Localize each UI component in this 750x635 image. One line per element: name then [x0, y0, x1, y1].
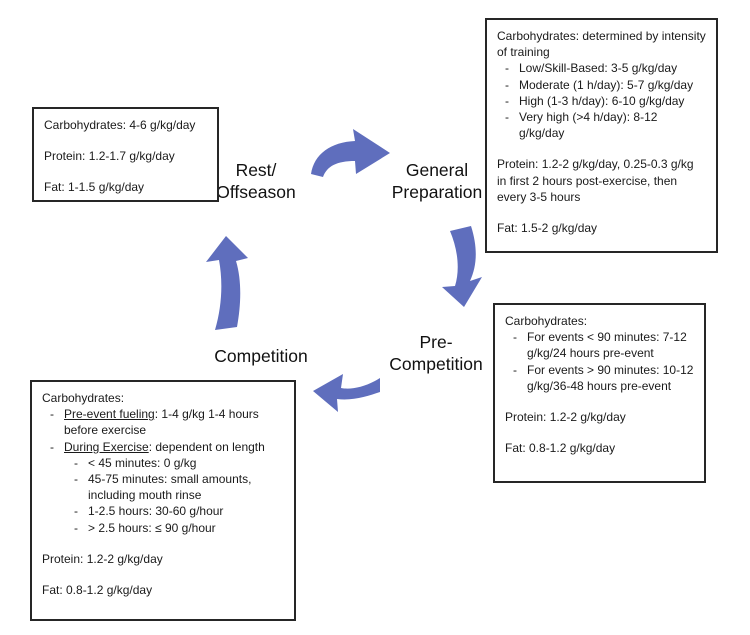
list-item: - > 2.5 hours: ≤ 90 g/hour [42, 520, 284, 536]
phase-label-rest-offseason: Rest/ Offseason [216, 160, 296, 203]
list-item: - Very high (>4 h/day): 8-12 g/kg/day [497, 109, 706, 141]
bullet-dash: - [50, 407, 54, 422]
arrow-rest-to-general-icon [311, 129, 390, 177]
fat-line: Fat: 0.8-1.2 g/kg/day [42, 582, 153, 597]
pre-competition-details-box: Carbohydrates: - For events < 90 minutes… [493, 303, 706, 483]
list-item: - Pre-event fueling: 1-4 g/kg 1-4 hours … [42, 406, 284, 438]
bullet-dash: - [505, 109, 509, 124]
list-item: - For events < 90 minutes: 7-12 g/kg/24 … [505, 329, 694, 361]
list-item: - 45-75 minutes: small amounts, includin… [42, 471, 284, 503]
protein-line: Protein: 1.2-1.7 g/kg/day [44, 149, 175, 164]
arrow-competition-to-rest-icon [206, 236, 248, 330]
arrow-general-to-precomp-icon [442, 226, 482, 307]
bullet-dash: - [74, 455, 78, 470]
arrow-precomp-to-competition-icon [313, 374, 380, 412]
bullet-dash: - [50, 439, 54, 454]
bullet-dash: - [74, 504, 78, 519]
bullet-dash: - [505, 77, 509, 92]
bullet-dash: - [74, 471, 78, 486]
carbs-heading: Carbohydrates: [505, 314, 588, 328]
list-item: - During Exercise: dependent on length [42, 439, 284, 455]
protein-line: Protein: 1.2-2 g/kg/day [505, 409, 626, 424]
carbs-line: Carbohydrates: 4-6 g/kg/day [44, 118, 196, 132]
fat-line: Fat: 0.8-1.2 g/kg/day [505, 441, 616, 456]
bullet-dash: - [505, 61, 509, 76]
list-item: - 1-2.5 hours: 30-60 g/hour [42, 503, 284, 519]
protein-line: Protein: 1.2-2 g/kg/day [42, 551, 163, 566]
phase-label-pre-competition: Pre- Competition [389, 332, 483, 375]
underlined-term: During Exercise [64, 439, 149, 454]
bullet-dash: - [513, 362, 517, 377]
list-item: - For events > 90 minutes: 10-12 g/kg/36… [505, 362, 694, 394]
list-item: - Low/Skill-Based: 3-5 g/kg/day [497, 60, 706, 76]
list-item: - < 45 minutes: 0 g/kg [42, 455, 284, 471]
list-item: - High (1-3 h/day): 6-10 g/kg/day [497, 93, 706, 109]
carbs-heading: Carbohydrates: [42, 391, 125, 405]
underlined-term: Pre-event fueling [64, 407, 155, 422]
phase-label-competition: Competition [214, 346, 308, 366]
carbs-heading: Carbohydrates: determined by intensity o… [497, 29, 706, 60]
competition-details-box: Carbohydrates: - Pre-event fueling: 1-4 … [30, 380, 296, 621]
fat-line: Fat: 1-1.5 g/kg/day [44, 180, 145, 195]
bullet-dash: - [74, 520, 78, 535]
protein-line: Protein: 1.2-2 g/kg/day, 0.25-0.3 g/kg i… [497, 157, 694, 204]
general-preparation-details-box: Carbohydrates: determined by intensity o… [485, 18, 718, 253]
fat-line: Fat: 1.5-2 g/kg/day [497, 220, 598, 235]
bullet-dash: - [505, 93, 509, 108]
bullet-dash: - [513, 330, 517, 345]
rest-offseason-details-box: Carbohydrates: 4-6 g/kg/day Protein: 1.2… [32, 107, 219, 202]
list-item: - Moderate (1 h/day): 5-7 g/kg/day [497, 77, 706, 93]
phase-label-general-preparation: General Preparation [391, 160, 483, 203]
